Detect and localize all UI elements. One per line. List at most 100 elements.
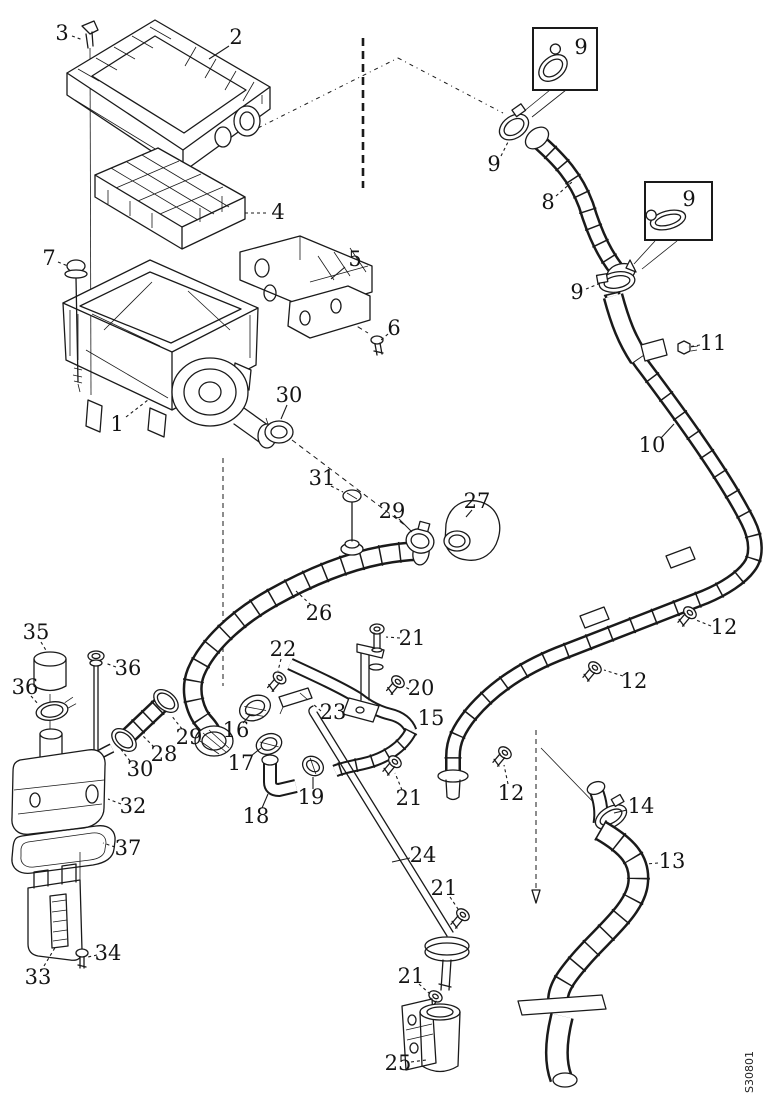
part-19-clamp [301,755,325,777]
part-21-bolt-b [382,755,402,776]
part-2-air-cleaner-cover [66,19,271,173]
part-16-hose-end [238,694,272,722]
leader-line [250,747,262,757]
callout-9: 9 [570,280,583,304]
part-34-bolt [75,948,89,969]
callout-30: 30 [276,383,303,407]
callout-18: 18 [243,804,270,828]
callout-15: 15 [418,706,445,730]
part-7-long-bolt [64,259,88,393]
callout-9-boxed: 9 [574,35,587,59]
callout-36: 36 [115,656,142,680]
leader-line [465,509,473,518]
callout-36: 36 [12,675,39,699]
leader-line [242,714,251,724]
part-18-elbow [261,754,298,798]
callout-3: 3 [55,21,68,45]
cover-outlet-stub [214,105,261,148]
leader-line [170,714,183,730]
callout-8: 8 [541,190,554,214]
detail-box-pointers [522,89,678,273]
callout-13: 13 [659,849,686,873]
callout-9: 9 [487,152,500,176]
leader-line [418,983,431,995]
callout-21: 21 [431,876,458,900]
part-9-clamp-upper [498,103,530,141]
callout-5: 5 [348,247,361,271]
leader-line [330,266,346,280]
clamp-9-detail-upper [538,43,568,82]
callout-17: 17 [228,751,255,775]
leader-line [500,139,510,157]
part-27-elbow [443,500,501,561]
callout-14: 14 [628,794,655,818]
part-20-bolt [385,675,405,696]
leader-line [277,658,282,672]
callout-31: 31 [309,466,336,490]
part-23-bracket [278,687,313,715]
callout-21: 21 [398,964,425,988]
part-8-hose [524,126,636,284]
leader-line [104,662,117,668]
leader-line [261,793,269,809]
cover-rib-hatch [74,26,263,159]
leader-line [391,857,411,863]
callout-27: 27 [464,489,491,513]
part-22-bolt [266,671,287,693]
part-37-gasket [11,825,116,874]
leader-line [687,344,701,348]
callout-2: 2 [229,25,242,49]
part-12-bolt-a [677,606,697,627]
callout-20: 20 [408,676,435,700]
part-11-bolt [677,340,699,355]
leader-line [695,619,712,627]
leader-line [398,518,413,533]
part-31-grommet-screw [340,489,364,556]
leader-line [208,45,230,60]
leader-line [312,703,322,712]
figure-code: S30801 [743,1051,756,1093]
callout-33: 33 [25,965,52,989]
hose-26-open-end [194,725,234,757]
callout-7: 7 [42,246,55,270]
callout-28: 28 [151,742,178,766]
part-21-bolt-c [450,908,470,929]
leader-line [613,809,628,814]
leader-line [87,954,98,958]
part-12-bolt-c [492,746,512,767]
leader-line [141,734,155,748]
callout-6: 6 [387,316,400,340]
callout-24: 24 [410,843,437,867]
part-6-bolt [370,335,384,356]
leader-line [57,261,69,267]
pipe-end-flange [437,769,469,801]
down-arrow-dashed [531,730,541,904]
leader-line [40,641,48,653]
part-35-cap [33,651,67,730]
callout-1: 1 [110,412,123,436]
callout-12: 12 [621,669,648,693]
callout-12: 12 [711,615,738,639]
callout-23: 23 [320,700,347,724]
leader-line [449,896,459,910]
part-21-bolt-a [369,623,385,653]
detail-box [532,27,598,91]
part-25-canister-bracket [401,998,461,1073]
bracket-hatch [317,247,367,281]
part-5-bracket [239,235,373,339]
leader-line [107,798,122,805]
callout-10: 10 [639,433,666,457]
callout-35: 35 [23,620,50,644]
part-10-15-vent-pipe [437,290,764,801]
callout-11: 11 [700,331,727,355]
part-17-ring [255,732,283,756]
leader-line [125,399,149,418]
part-1-air-cleaner-housing [62,259,277,449]
callout-29: 29 [176,725,203,749]
part-36-clamp-ring [35,696,77,721]
callout-22: 22 [270,637,297,661]
callout-32: 32 [120,794,147,818]
callout-12: 12 [498,781,525,805]
part-30-clamp-lower [111,728,137,752]
